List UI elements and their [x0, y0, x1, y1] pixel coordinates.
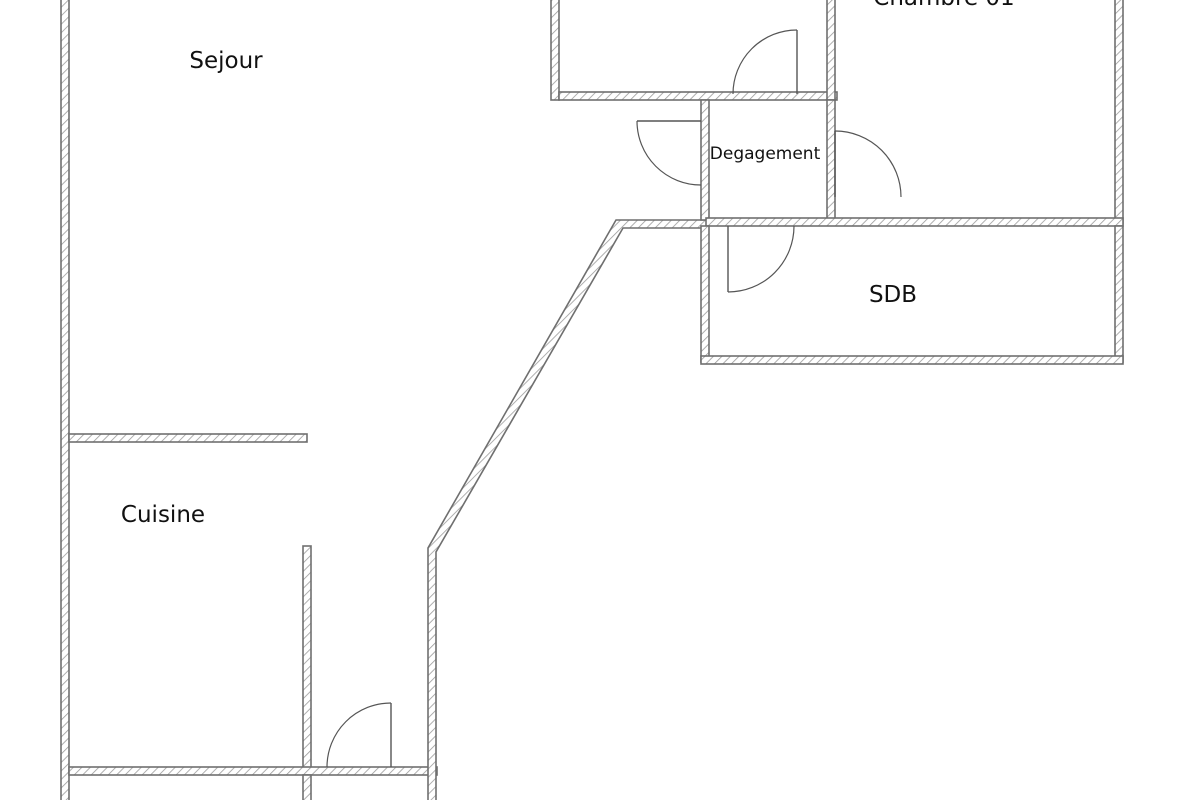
walls [60, 0, 1124, 800]
door-top-room [732, 29, 798, 95]
wall-left-exterior [60, 0, 70, 800]
door-chambre [834, 130, 902, 198]
wall-top-room [550, 0, 838, 101]
wall-sejour-cuisine [68, 433, 308, 443]
wall-chambre-right [1114, 0, 1124, 225]
door-sdb [727, 225, 795, 293]
door-bottom [326, 702, 392, 768]
wall-bottom [68, 766, 438, 776]
wall-bottom-stubs [302, 774, 312, 800]
door-degagement-left [636, 120, 702, 186]
room-label-degagement: Degagement [710, 144, 821, 164]
room-label-sdb: SDB [869, 282, 917, 308]
doors [326, 29, 902, 768]
wall-cuisine-inner [302, 545, 312, 773]
room-label-cuisine: Cuisine [121, 502, 205, 528]
room-labels: Sejour Chambre 01 Degagement SDB Cuisine [121, 0, 1015, 528]
room-label-sejour: Sejour [189, 48, 263, 74]
wall-diagonal [427, 219, 706, 800]
wall-sdb [700, 225, 1124, 365]
wall-sdb-top [705, 217, 1124, 227]
room-label-chambre: Chambre 01 [873, 0, 1014, 11]
